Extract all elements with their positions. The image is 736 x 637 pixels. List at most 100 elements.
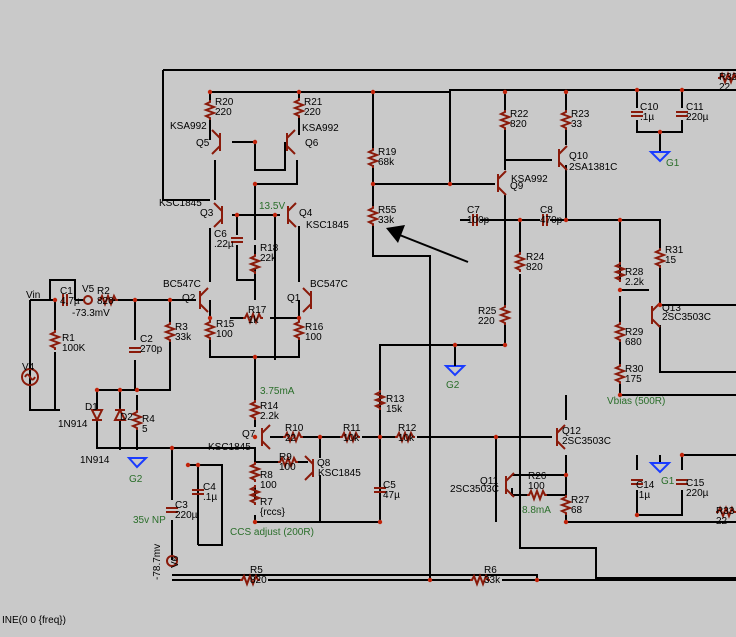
resistor-r5 [240, 573, 260, 587]
junction-dot [493, 434, 499, 440]
resistor-value-r13: 15k [386, 404, 403, 415]
source-V5 [83, 295, 93, 305]
resistor-r26 [527, 488, 547, 502]
transistor-q1 [302, 287, 312, 313]
capacitor-c15 [676, 479, 688, 485]
junction-dot [502, 89, 508, 95]
transistor-part-q12: 2SC3503C [562, 436, 611, 447]
resistor-value-r27: 68 [571, 505, 583, 516]
capacitor-value-c11: 220µ [686, 112, 709, 123]
junction-dot [427, 577, 433, 583]
resistor-id-r14: R14 [260, 401, 279, 412]
transistor-id-q10: Q10 [569, 151, 588, 162]
transistor-part-q10: 2SA1381C [569, 162, 617, 173]
resistor-r3 [163, 322, 177, 342]
resistor-value-r55: 33k [378, 215, 395, 226]
capacitor-c8 [542, 214, 548, 226]
capacitor-value-c10: .1µ [640, 112, 654, 123]
resistor-id-r9: R9 [279, 452, 292, 463]
resistor-r32 [718, 71, 736, 85]
source-id-v6: V6 [170, 555, 181, 568]
resistor-id-r21: R21 [304, 97, 323, 108]
resistor-id-r22: R22 [510, 109, 529, 120]
junction-dot [679, 452, 685, 458]
resistor-id-r31: R31 [665, 245, 684, 256]
transistor-id-q1: Q1 [287, 293, 301, 304]
resistor-id-r1: R1 [62, 333, 75, 344]
resistor-value-r28: 2.2k [625, 277, 645, 288]
label-8-8ma: 8.8mA [522, 505, 551, 516]
resistor-r14 [248, 400, 262, 420]
junction-dot [563, 472, 569, 478]
junction-dot [234, 212, 240, 218]
transistor-q6 [286, 129, 296, 155]
resistor-r19 [366, 148, 380, 168]
resistor-value-r9: 100 [279, 462, 296, 473]
junction-dot [207, 315, 213, 321]
resistor-id-r8: R8 [260, 470, 273, 481]
resistor-id-r16: R16 [305, 322, 324, 333]
capacitor-c7 [472, 214, 478, 226]
resistor-r16 [292, 320, 306, 340]
label-35v-np: 35v NP [133, 515, 166, 526]
capacitor-id-c6: C6 [214, 229, 227, 240]
junction-dot [679, 87, 685, 93]
source-V6 [166, 555, 178, 567]
ground-symbol-g2-left [126, 457, 149, 469]
transistor-q3 [213, 202, 223, 228]
resistor-value-r31: 15 [665, 255, 677, 266]
resistor-r2 [98, 293, 118, 307]
transistor-q7 [261, 424, 271, 450]
capacitor-id-c1: C1 [60, 286, 73, 297]
junction-dot [502, 342, 508, 348]
resistor-id-r29: R29 [625, 327, 644, 338]
transistor-q9 [497, 170, 507, 196]
transistor-id-q13: Q13 [662, 303, 681, 314]
junction-dot [617, 217, 623, 223]
resistor-r23 [559, 110, 573, 130]
capacitor-c10 [631, 111, 643, 117]
resistor-r28 [613, 262, 627, 282]
resistor-value-r7: {rccs} [260, 507, 286, 518]
transistor-id-q11: Q11 [480, 476, 499, 487]
resistor-value-r3: 33k [175, 332, 192, 343]
ground-symbol-g1-top [648, 151, 672, 163]
junction-dot [317, 434, 323, 440]
transistor-q11 [505, 472, 515, 498]
resistor-r11 [340, 430, 360, 444]
junction-dot [296, 89, 302, 95]
resistor-value-r6: 33k [484, 575, 501, 586]
transistor-q5 [211, 129, 221, 155]
capacitor-c3 [166, 507, 178, 513]
junction-dot [534, 577, 540, 583]
resistor-id-r2: R2 [97, 286, 110, 297]
junction-dot [370, 181, 376, 187]
resistor-value-r25: 220 [478, 316, 495, 327]
resistor-id-r26: R26 [528, 471, 547, 482]
resistor-value-r23: 33 [571, 119, 583, 130]
capacitor-id-c10: C10 [640, 102, 659, 113]
capacitor-id-c7: C7 [467, 205, 480, 216]
junction-dot [563, 519, 569, 525]
source-id-v5: V5 [82, 284, 95, 295]
resistor-r8 [248, 462, 262, 482]
capacitor-c5 [374, 487, 386, 493]
resistor-value-r19: 68k [378, 157, 395, 168]
junction-dot [617, 392, 623, 398]
ground-label-1: G2 [446, 380, 460, 391]
resistor-id-r32: R32 [719, 72, 736, 83]
junction-dot [657, 129, 663, 135]
label-vbias: Vbias (500R) [607, 396, 665, 407]
resistor-value-r1: 100K [62, 343, 86, 354]
capacitor-value-c6: .22µ [214, 239, 234, 250]
resistor-r12 [395, 430, 415, 444]
resistor-value-r17: 1k [248, 315, 260, 326]
transistors [199, 129, 661, 498]
resistor-r1 [48, 330, 62, 350]
transistor-part-q8: KSC1845 [318, 468, 361, 479]
transistor-part-q5: KSA992 [170, 121, 207, 132]
junction-dot [370, 89, 376, 95]
resistor-value-r5: 820 [250, 575, 267, 586]
resistor-id-r25: R25 [478, 306, 497, 317]
